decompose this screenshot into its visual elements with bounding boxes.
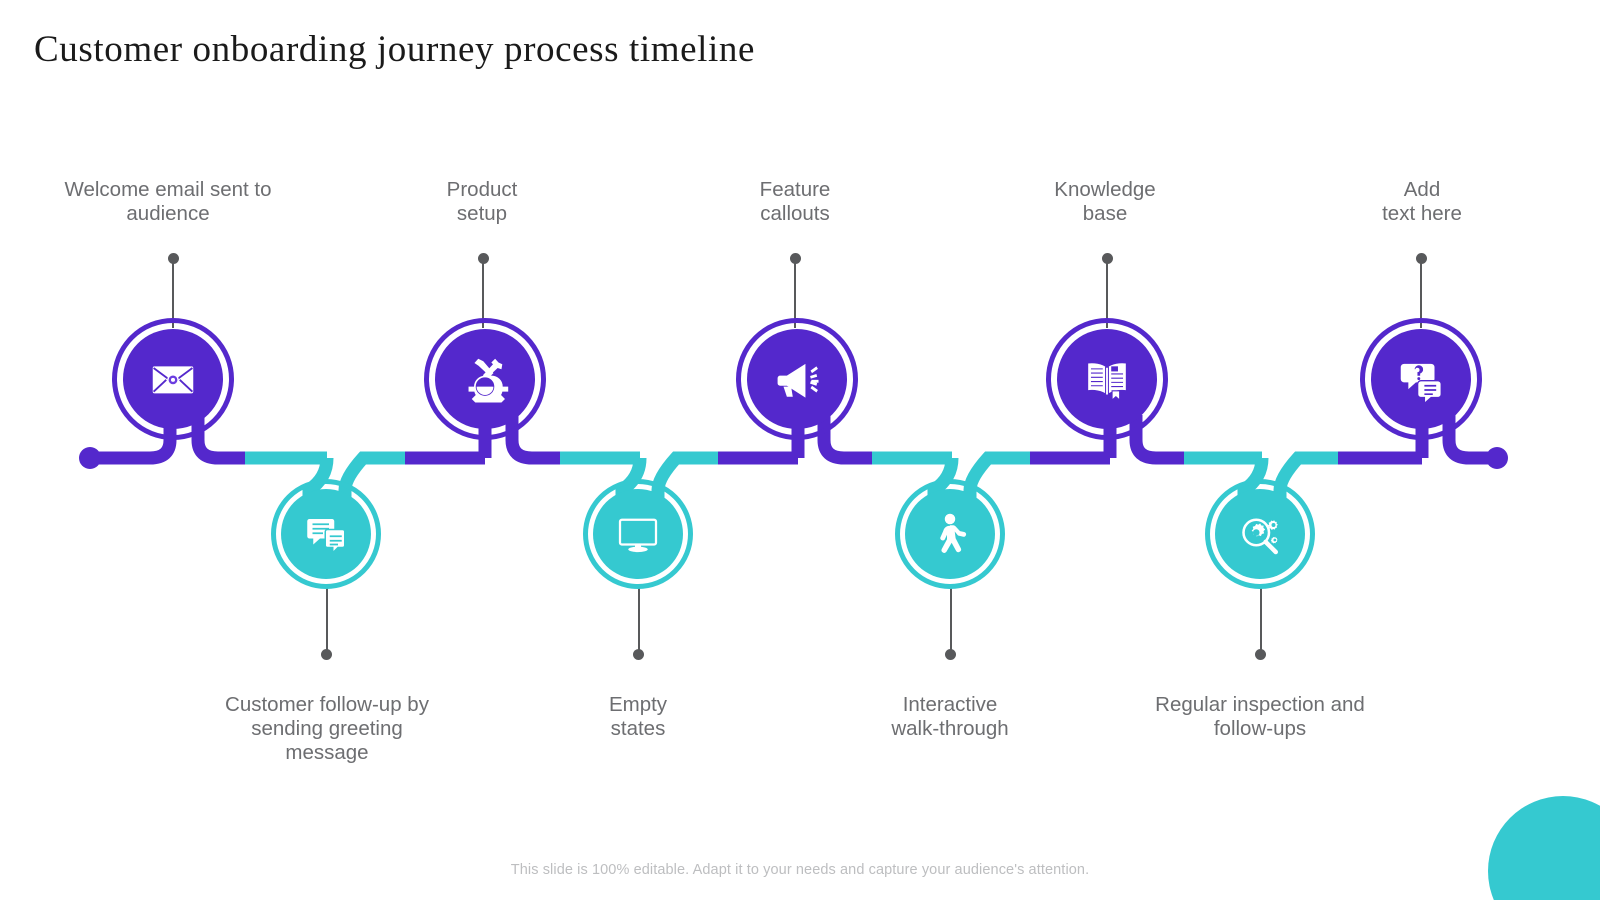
milestone-label-bottom-3: Interactive walk-through xyxy=(891,693,1009,740)
stem-dot-bottom-2 xyxy=(633,649,644,660)
gear-tools-icon xyxy=(468,358,509,403)
page-title: Customer onboarding journey process time… xyxy=(34,29,756,70)
node-disc xyxy=(747,329,847,429)
stem-dot-bottom-3 xyxy=(945,649,956,660)
monitor-icon xyxy=(618,518,658,553)
stem-top-4 xyxy=(1106,262,1108,328)
milestone-node-bottom-4[interactable] xyxy=(1205,479,1315,589)
stem-dot-bottom-4 xyxy=(1255,649,1266,660)
node-ring xyxy=(271,479,381,589)
node-disc xyxy=(1215,489,1305,579)
milestone-label-bottom-1: Customer follow-up by sending greeting m… xyxy=(225,693,429,764)
stem-top-3 xyxy=(794,262,796,328)
envelope-icon xyxy=(152,366,194,394)
open-book-icon xyxy=(1087,362,1127,402)
corner-decoration xyxy=(1488,796,1600,900)
node-ring xyxy=(424,318,546,440)
node-ring xyxy=(736,318,858,440)
stem-dot-top-4 xyxy=(1102,253,1113,264)
megaphone-icon xyxy=(777,363,819,398)
stem-bottom-4 xyxy=(1260,585,1262,651)
gear-magnifier-icon xyxy=(1242,518,1278,555)
node-ring xyxy=(583,479,693,589)
milestone-label-bottom-2: Empty states xyxy=(608,693,668,740)
walking-person-icon xyxy=(940,513,967,553)
node-ring xyxy=(112,318,234,440)
track-start-dot xyxy=(79,447,101,469)
milestone-node-top-1[interactable] xyxy=(112,318,234,440)
node-ring xyxy=(1360,318,1482,440)
milestone-node-bottom-2[interactable] xyxy=(583,479,693,589)
stem-top-5 xyxy=(1420,262,1422,328)
milestone-label-top-1: Welcome email sent to audience xyxy=(64,178,272,225)
stem-bottom-2 xyxy=(638,585,640,651)
milestone-node-bottom-1[interactable] xyxy=(271,479,381,589)
chat-bubbles-icon xyxy=(307,519,346,555)
question-chat-icon xyxy=(1400,363,1442,405)
milestone-label-top-3: Feature callouts xyxy=(759,178,831,225)
stem-top-2 xyxy=(482,262,484,328)
milestone-node-top-5[interactable] xyxy=(1360,318,1482,440)
node-ring xyxy=(1046,318,1168,440)
milestone-label-top-5: Add text here xyxy=(1382,178,1462,225)
stem-bottom-1 xyxy=(326,585,328,651)
stem-dot-top-2 xyxy=(478,253,489,264)
milestone-node-bottom-3[interactable] xyxy=(895,479,1005,589)
milestone-label-top-2: Product setup xyxy=(446,178,518,225)
node-disc xyxy=(281,489,371,579)
node-ring xyxy=(1205,479,1315,589)
node-disc xyxy=(1057,329,1157,429)
milestone-node-top-2[interactable] xyxy=(424,318,546,440)
milestone-node-top-3[interactable] xyxy=(736,318,858,440)
stem-top-1 xyxy=(172,262,174,328)
stem-dot-top-3 xyxy=(790,253,801,264)
milestone-label-top-4: Knowledge base xyxy=(1054,178,1156,225)
milestone-label-bottom-4: Regular inspection and follow-ups xyxy=(1155,693,1365,740)
footer-note: This slide is 100% editable. Adapt it to… xyxy=(510,862,1090,878)
stem-dot-bottom-1 xyxy=(321,649,332,660)
node-ring xyxy=(895,479,1005,589)
milestone-node-top-4[interactable] xyxy=(1046,318,1168,440)
node-disc xyxy=(123,329,223,429)
node-disc xyxy=(905,489,995,579)
track-end-dot xyxy=(1486,447,1508,469)
stem-dot-top-5 xyxy=(1416,253,1427,264)
node-disc xyxy=(1371,329,1471,429)
node-disc xyxy=(593,489,683,579)
stem-dot-top-1 xyxy=(168,253,179,264)
stem-bottom-3 xyxy=(950,585,952,651)
node-disc xyxy=(435,329,535,429)
